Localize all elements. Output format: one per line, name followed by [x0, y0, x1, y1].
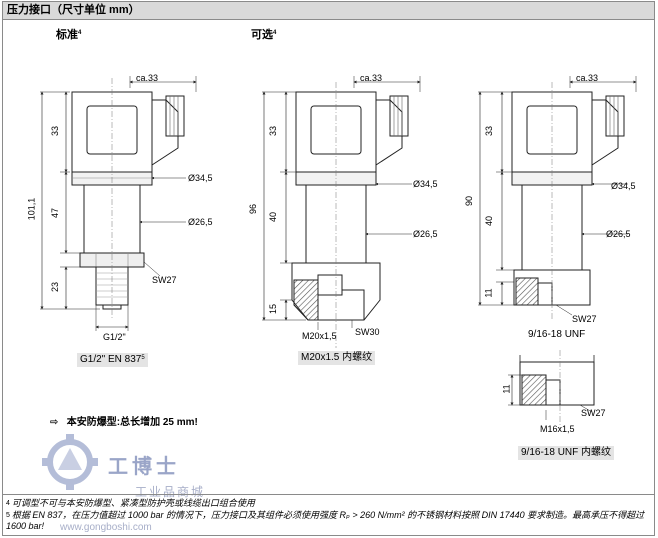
footnote-4-num: 4: [6, 500, 10, 507]
section-header: 压力接口（尺寸单位 mm）: [3, 2, 654, 20]
d2-dim-d1: Ø34,5: [413, 179, 438, 189]
drawing-916-18unf-internal: [508, 350, 595, 430]
arrow-right-icon: ⇨: [50, 417, 59, 428]
d2-dim-top: ca.33: [360, 73, 383, 83]
gear-teeth: [42, 434, 98, 490]
d1-dim-d2: Ø26,5: [188, 217, 213, 227]
d1-dim-thread: G1/2": [103, 332, 126, 342]
d2-dim-sw: SW30: [355, 327, 380, 337]
d3-dim-sw: SW27: [572, 314, 597, 324]
cable-gland: [165, 95, 185, 137]
d4-caption: 9/16-18 UNF 内螺纹: [518, 446, 615, 460]
watermark-sub: 工业品商城: [135, 485, 206, 499]
footnote-5-text: 根据 EN 837，在压力值超过 1000 bar 的情况下，压力接口及其组件必…: [6, 510, 645, 531]
footnote-5-num: 5: [6, 512, 10, 519]
ex-note: ⇨ 本安防爆型:总长增加 25 mm!: [50, 417, 198, 429]
optional-title-text: 可选: [251, 29, 273, 41]
d4-dim-sw: SW27: [581, 408, 606, 418]
drawing-916-18unf: [478, 76, 637, 320]
watermark-url: www.gongboshi.com: [60, 522, 152, 533]
d3-dim-d1: Ø34,5: [611, 181, 636, 191]
d2-dim-d2: Ø26,5: [413, 229, 438, 239]
footnote-divider: [3, 494, 654, 495]
d2-caption: M20x1.5 内螺纹: [298, 351, 376, 365]
d3-dim-top: ca.33: [576, 73, 599, 83]
d4-dim-thread: M16x1,5: [540, 424, 575, 434]
d1-caption: G1/2" EN 8375: [77, 353, 148, 367]
d1-caption-text: G1/2" EN 837: [80, 354, 142, 365]
optional-title: 可选4: [251, 29, 276, 41]
d3-dim-d2: Ø26,5: [606, 229, 631, 239]
standard-title: 标准4: [56, 29, 81, 41]
standard-title-text: 标准: [56, 29, 78, 41]
standard-title-sup: 4: [78, 30, 82, 36]
d1-dim-d1: Ø34,5: [188, 173, 213, 183]
watermark-name: 工博士: [108, 456, 180, 478]
mortarboard-icon: [58, 448, 82, 470]
ex-note-text: 本安防爆型:总长增加 25 mm!: [66, 417, 198, 428]
footnote-4-text: 可调型不可与本安防爆型、紧凑型防护壳或线缆出口组合使用: [11, 498, 255, 508]
d1-dim-sw: SW27: [152, 275, 177, 285]
d2-dim-thread: M20x1,5: [302, 331, 337, 341]
d3-caption: 9/16-18 UNF: [528, 329, 586, 340]
d1-dim-top: ca.33: [136, 73, 159, 83]
d1-caption-sup: 5: [141, 355, 145, 361]
drawing-m20x15: [262, 76, 421, 348]
drawing-g12-en837: [40, 76, 197, 331]
optional-title-sup: 4: [273, 30, 277, 36]
